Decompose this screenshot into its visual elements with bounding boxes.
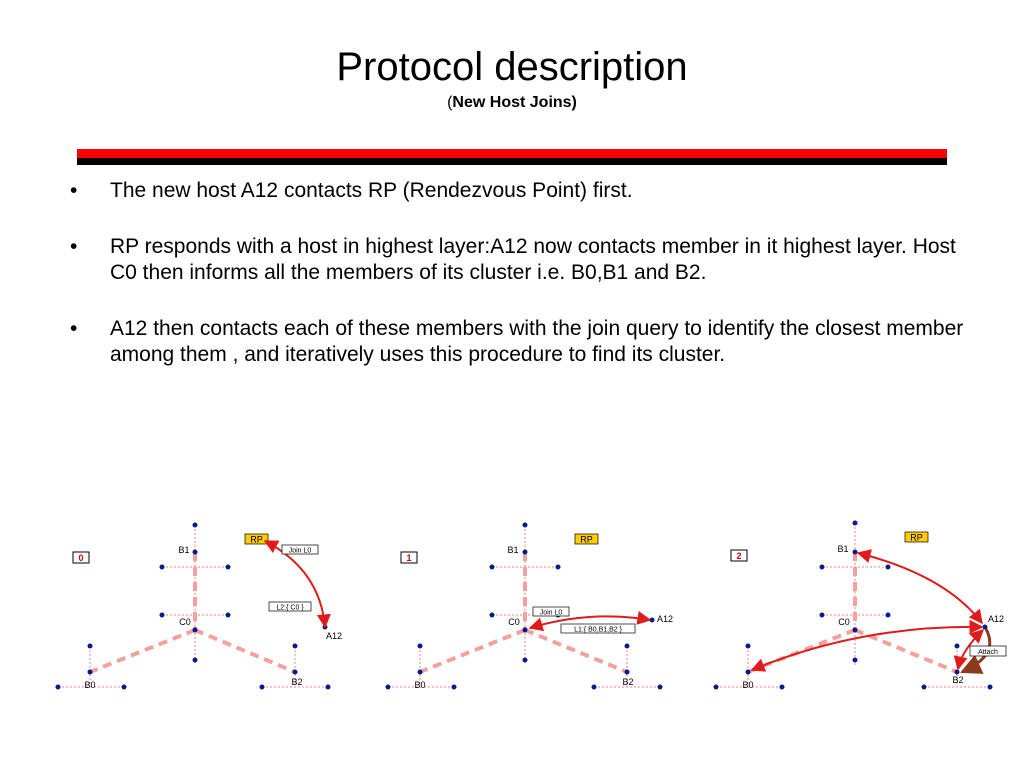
title-rule-red [77,149,947,158]
page-subtitle: (New Host Joins) [0,92,1024,114]
join-label-box [532,606,570,617]
cluster-links [419,552,628,674]
step-box [72,551,90,564]
reply-label-box [560,623,636,634]
node-label-b2: B2 [291,677,302,687]
c0-a12-arrow [528,611,652,632]
node-label-c0: C0 [838,617,850,627]
step-box [730,549,748,562]
rp-label: RP [580,535,593,545]
attach-label: Attach [978,649,998,656]
subtitle-text: New Host Joins) [452,94,577,111]
reply-label: L1:{ B0,B1,B2 } [574,627,623,634]
diagram-step-0: 0 RP B1 C0 B0 B2 A12 Join L0 L2:{ C0 } [55,522,342,690]
node-label-c0: C0 [179,617,191,627]
a12-b2-arrow [953,629,985,671]
bullet-list: • The new host A12 contacts RP (Rendezvou… [70,178,980,368]
diagram-step-1: 1 RP B1 C0 B0 B2 A12 Join L0 L1:{ B0,B1,… [385,522,673,690]
step-number: 2 [736,551,741,561]
rp-label: RP [250,535,263,545]
title-rule-black [77,158,947,165]
rp-a12-arrow [263,540,331,629]
b0-a12-arrow [750,619,984,672]
step-number: 0 [78,553,83,563]
join-diagrams: 0 RP B1 C0 B0 B2 A12 Join L0 L2:{ C0 } [55,520,1007,690]
node-label-b0: B0 [742,680,753,690]
bullet-dot-icon: • [70,235,78,258]
rp-label: RP [910,533,923,543]
list-item: • A12 then contacts each of these member… [70,316,980,368]
join-label: Join L0 [540,610,563,617]
node-label-b0: B0 [84,680,95,690]
list-item: • RP responds with a host in highest laye… [70,234,980,286]
node-label-a12: A12 [988,614,1004,624]
node-label-b0: B0 [414,680,425,690]
cluster-links [747,552,958,674]
join-label: Join L0 [289,548,312,555]
page-title: Protocol description [336,45,688,89]
rp-box [244,533,269,545]
node-label-c0: C0 [508,617,520,627]
node-label-b1: B1 [507,545,518,555]
diagram-step-2: 2 RP B1 C0 B0 B2 A12 Attach [713,520,1007,690]
cluster-links [89,552,296,674]
subtitle-paren: ( [447,94,453,111]
node-label-b2: B2 [622,677,633,687]
node-label-b2: B2 [952,675,963,685]
step-box [400,551,418,564]
bullet-text: A12 then contacts each of these members … [110,317,964,366]
node-label-b1: B1 [178,545,189,555]
rp-box [904,531,929,543]
node-label-b1: B1 [837,544,848,554]
bullet-dot-icon: • [70,179,78,202]
list-item: • The new host A12 contacts RP (Rendezvou… [70,178,980,204]
node-label-a12: A12 [657,614,673,624]
b1-a12-arrow [856,549,983,625]
attach-label-box [969,645,1007,657]
rp-box [574,533,599,545]
bullet-text: The new host A12 contacts RP (Rendezvous… [110,179,633,202]
bullet-text: RP responds with a host in highest layer… [110,235,956,284]
host-nodes [55,522,331,690]
step-number: 1 [406,553,411,563]
reply-label: L2:{ C0 } [276,605,304,612]
reply-label-box [268,601,312,612]
bullet-dot-icon: • [70,317,78,340]
node-label-a12: A12 [326,631,342,641]
join-label-box [281,544,319,555]
